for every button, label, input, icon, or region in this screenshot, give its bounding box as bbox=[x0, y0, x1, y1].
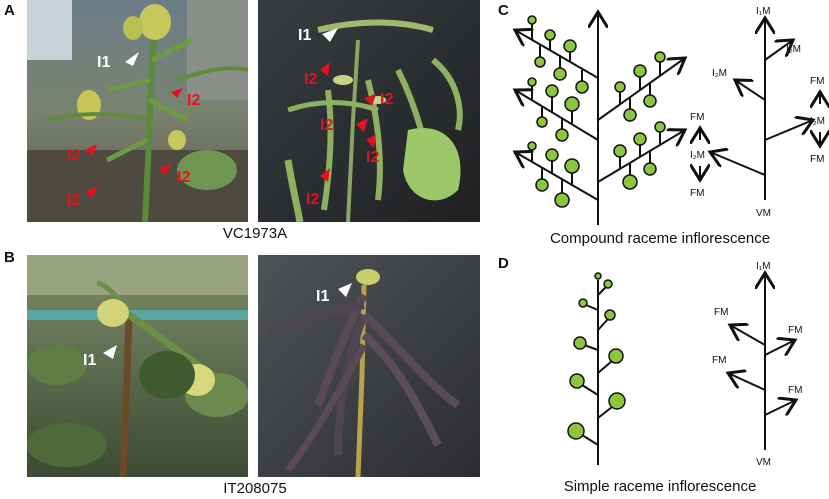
label-i2-1: I2 bbox=[187, 92, 200, 109]
label-i2-4: I2 bbox=[366, 149, 379, 166]
compound-tree-structure bbox=[515, 12, 685, 225]
label-fm-left-top: FM bbox=[690, 112, 704, 123]
photo-b-right: I1 bbox=[258, 255, 480, 477]
label-i2-4: I2 bbox=[67, 192, 80, 209]
i2-red-arrow-4 bbox=[85, 186, 97, 198]
simple-flower-buds bbox=[567, 272, 626, 440]
caption-a: VC1973A bbox=[222, 225, 288, 242]
i1-white-arrow bbox=[322, 28, 338, 42]
photo-b-left: I1 bbox=[27, 255, 248, 477]
simple-meristem-schematic bbox=[728, 273, 796, 450]
compound-raceme-diagram: I₁M I₂M I₂M FM I₂M FM FM I₂M FM VM bbox=[500, 6, 829, 225]
label-i1: I1 bbox=[316, 288, 329, 305]
label-i2m-right: I₂M bbox=[810, 116, 825, 127]
label-vm: VM bbox=[756, 208, 771, 219]
i2-red-arrow-3 bbox=[159, 164, 171, 176]
label-i2m-lower-left: I₂M bbox=[690, 150, 705, 161]
i2-red-arrow-4 bbox=[366, 134, 376, 148]
label-fm-3: FM bbox=[712, 355, 726, 366]
label-fm-left-bottom: FM bbox=[690, 188, 704, 199]
label-i2m-top: I₂M bbox=[786, 44, 801, 55]
i2-red-arrow-2 bbox=[85, 144, 97, 156]
i1-white-arrow bbox=[125, 52, 139, 66]
photo-a-left: I1 I2 I2 I2 I2 bbox=[27, 0, 248, 222]
panel-letter-d: D bbox=[498, 255, 509, 272]
label-i1m: I₁M bbox=[756, 261, 770, 272]
i2-red-arrow-5 bbox=[320, 168, 330, 182]
photo-a-right: I1 I2 I2 I2 I2 I2 bbox=[258, 0, 480, 222]
label-i2-2: I2 bbox=[380, 91, 393, 108]
i1-white-arrow bbox=[338, 283, 352, 297]
panel-letter-a: A bbox=[4, 2, 15, 19]
label-fm-right-top: FM bbox=[810, 76, 824, 87]
caption-d: Simple raceme inflorescence bbox=[563, 478, 757, 495]
label-i1: I1 bbox=[298, 27, 311, 44]
label-fm-2: FM bbox=[788, 325, 802, 336]
label-i1: I1 bbox=[97, 54, 110, 71]
label-i2-2: I2 bbox=[67, 147, 80, 164]
i2-red-arrow-1 bbox=[320, 62, 330, 76]
label-fm-4: FM bbox=[788, 385, 802, 396]
simple-raceme-diagram: I₁M FM FM FM FM VM bbox=[567, 261, 802, 468]
compound-meristem-schematic bbox=[700, 18, 820, 200]
label-i2-3: I2 bbox=[177, 169, 190, 186]
label-i2-3: I2 bbox=[320, 117, 333, 134]
caption-b: IT208075 bbox=[223, 480, 287, 497]
i1-white-arrow bbox=[103, 345, 117, 359]
caption-c: Compound raceme inflorescence bbox=[549, 230, 771, 247]
panel-letter-c: C bbox=[498, 2, 509, 19]
label-fm-1: FM bbox=[714, 307, 728, 318]
label-i1m: I₁M bbox=[756, 6, 770, 17]
label-i1: I1 bbox=[83, 352, 96, 369]
label-vm: VM bbox=[756, 457, 771, 468]
i2-red-arrow-2 bbox=[364, 94, 376, 106]
panel-letter-b: B bbox=[4, 249, 15, 266]
label-fm-right-bottom: FM bbox=[810, 154, 824, 165]
label-i2-1: I2 bbox=[304, 71, 317, 88]
i2-red-arrow-3 bbox=[356, 118, 368, 132]
label-i2m-left: I₂M bbox=[712, 68, 727, 79]
simple-tree-structure bbox=[581, 280, 613, 465]
compound-flower-buds bbox=[527, 15, 666, 208]
i2-red-arrow-1 bbox=[171, 88, 183, 98]
label-i2-5: I2 bbox=[306, 191, 319, 208]
